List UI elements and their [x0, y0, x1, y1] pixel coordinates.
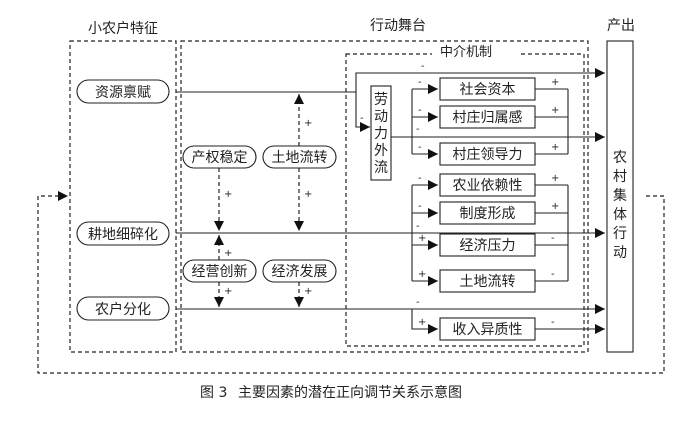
sign-innovation-down: + — [224, 286, 232, 297]
input-differentiation-label: 农户分化 — [95, 301, 151, 318]
section-title-smallholder: 小农户特征 — [88, 20, 158, 37]
input-resource-box — [76, 79, 170, 104]
labor-outflow-label: 劳动力外流 — [374, 92, 388, 176]
mediator-box — [439, 201, 536, 225]
mediator-box — [439, 317, 536, 341]
moderator-innovation-label: 经营创新 — [192, 264, 248, 280]
mediator-sign-out: - — [551, 317, 555, 328]
line-resource-to-labor — [355, 92, 370, 132]
mediator-label: 收入异质性 — [453, 322, 523, 338]
mediator-label: 土地流转 — [460, 274, 516, 290]
mediator-sign-in: + — [418, 269, 426, 280]
sign-differentiation-direct: - — [416, 297, 420, 308]
sign-property: + — [224, 189, 232, 200]
mediator-sign-in: - — [418, 173, 422, 184]
mediator-label: 社会资本 — [460, 82, 516, 98]
section-title-mechanism: 中介机制 — [440, 45, 492, 60]
mediator-sign-out: + — [551, 105, 559, 116]
output-box-label: 农村集体行动 — [613, 150, 627, 261]
moderator-innovation: 经营创新 — [182, 259, 257, 283]
mediator-label: 村庄归属感 — [453, 109, 523, 126]
moderator-landtransfer-label: 土地流转 — [272, 150, 328, 166]
mediator-label: 农业依赖性 — [453, 178, 523, 194]
moderator-landtransfer-box — [262, 145, 337, 169]
output-box — [606, 40, 634, 353]
mediator-label: 村庄领导力 — [453, 146, 523, 163]
moderator-property: 产权稳定 — [182, 145, 257, 169]
mediator-group: 社会资本-+村庄归属感-+村庄领导力-+农业依赖性-+制度形成-+经济压力+-土… — [412, 77, 568, 341]
mediator-label: 制度形成 — [460, 206, 516, 222]
mediator-sign-out: + — [551, 201, 559, 212]
mediator-sign-in: - — [418, 142, 422, 153]
mediator-sign-in: - — [418, 105, 422, 116]
mediator-sign-out: + — [551, 77, 559, 88]
moderator-property-box — [182, 145, 257, 169]
moderator-economic: 经济发展 — [262, 259, 337, 283]
mediator-sign-out: + — [551, 173, 559, 184]
line-resource-direct — [355, 68, 605, 92]
moderator-economic-box — [262, 259, 337, 283]
sign-innovation-up: + — [224, 248, 232, 259]
input-fragment: 耕地细碎化 — [76, 221, 170, 246]
sign-resource-direct: - — [421, 61, 425, 72]
mediator-sign-in: + — [418, 233, 426, 244]
input-resource-label: 资源禀赋 — [95, 85, 151, 101]
sign-landtransfer-down: + — [304, 189, 312, 200]
mediator-box — [439, 142, 536, 166]
mediator-sign-in: - — [418, 77, 422, 88]
mediator-sign-out: - — [551, 269, 555, 280]
mediator-box — [439, 269, 536, 293]
mediator-sign-in: + — [418, 317, 426, 328]
moderator-property-label: 产权稳定 — [192, 150, 248, 166]
moderator-innovation-box — [182, 259, 257, 283]
input-differentiation: 农户分化 — [76, 296, 170, 321]
input-differentiation-box — [76, 296, 170, 321]
mediator-sign-in: - — [418, 201, 422, 212]
mediator-label: 经济压力 — [460, 238, 516, 254]
mediator-box — [439, 105, 536, 129]
moderator-economic-label: 经济发展 — [272, 264, 328, 280]
section-title-stage: 行动舞台 — [370, 18, 426, 34]
moderator-landtransfer: 土地流转 — [262, 145, 337, 169]
section-title-output: 产出 — [607, 18, 635, 34]
sign-economic: + — [304, 286, 312, 297]
input-fragment-label: 耕地细碎化 — [88, 226, 158, 243]
input-fragment-box — [76, 221, 170, 246]
feedback-loop-line — [37, 191, 665, 374]
mediator-box — [439, 233, 536, 257]
sign-labor-in: - — [360, 113, 364, 124]
line-differentiation-to-income — [411, 309, 438, 334]
mediator-sign-out: - — [551, 233, 555, 244]
sign-labor-direct: - — [416, 124, 420, 135]
sign-landtransfer-up: + — [304, 118, 312, 129]
mediator-sign-out: + — [551, 142, 559, 153]
mediator-box — [439, 77, 536, 101]
caption-title: 主要因素的潜在正向调节关系示意图 — [238, 384, 462, 401]
labor-outflow-box — [370, 85, 392, 181]
sign-fragment-direct: - — [416, 221, 420, 232]
input-resource: 资源禀赋 — [76, 79, 170, 104]
caption-figure-number: 图 3 — [200, 385, 227, 401]
region-stage — [180, 40, 589, 353]
region-smallholder — [69, 40, 177, 353]
mediator-box — [439, 173, 536, 197]
